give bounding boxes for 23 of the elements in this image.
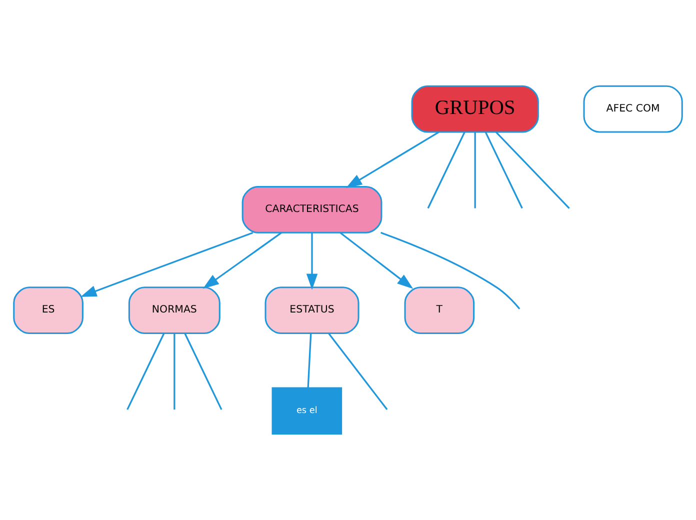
arrow xyxy=(306,232,318,290)
node-box: ESTATUS xyxy=(264,286,360,334)
connector xyxy=(174,333,176,410)
node-box: es el xyxy=(272,387,342,435)
node-box: AFEC COM xyxy=(583,85,683,133)
connector xyxy=(495,132,570,209)
arrow xyxy=(346,131,440,188)
connector xyxy=(126,333,165,410)
arrow xyxy=(80,232,254,297)
arrow xyxy=(340,232,414,289)
connector xyxy=(380,232,520,310)
node-box: T xyxy=(404,286,475,334)
node-box: GRUPOS xyxy=(411,85,539,133)
connector xyxy=(427,132,466,209)
connector xyxy=(328,332,388,410)
node-box: NORMAS xyxy=(128,286,220,334)
connector xyxy=(184,333,222,410)
node-box: ES xyxy=(13,286,84,334)
connector xyxy=(307,333,312,388)
arrow xyxy=(202,232,282,289)
node-box: CARACTERISTICAS xyxy=(242,186,382,234)
connector xyxy=(474,132,476,208)
connector xyxy=(484,132,523,209)
